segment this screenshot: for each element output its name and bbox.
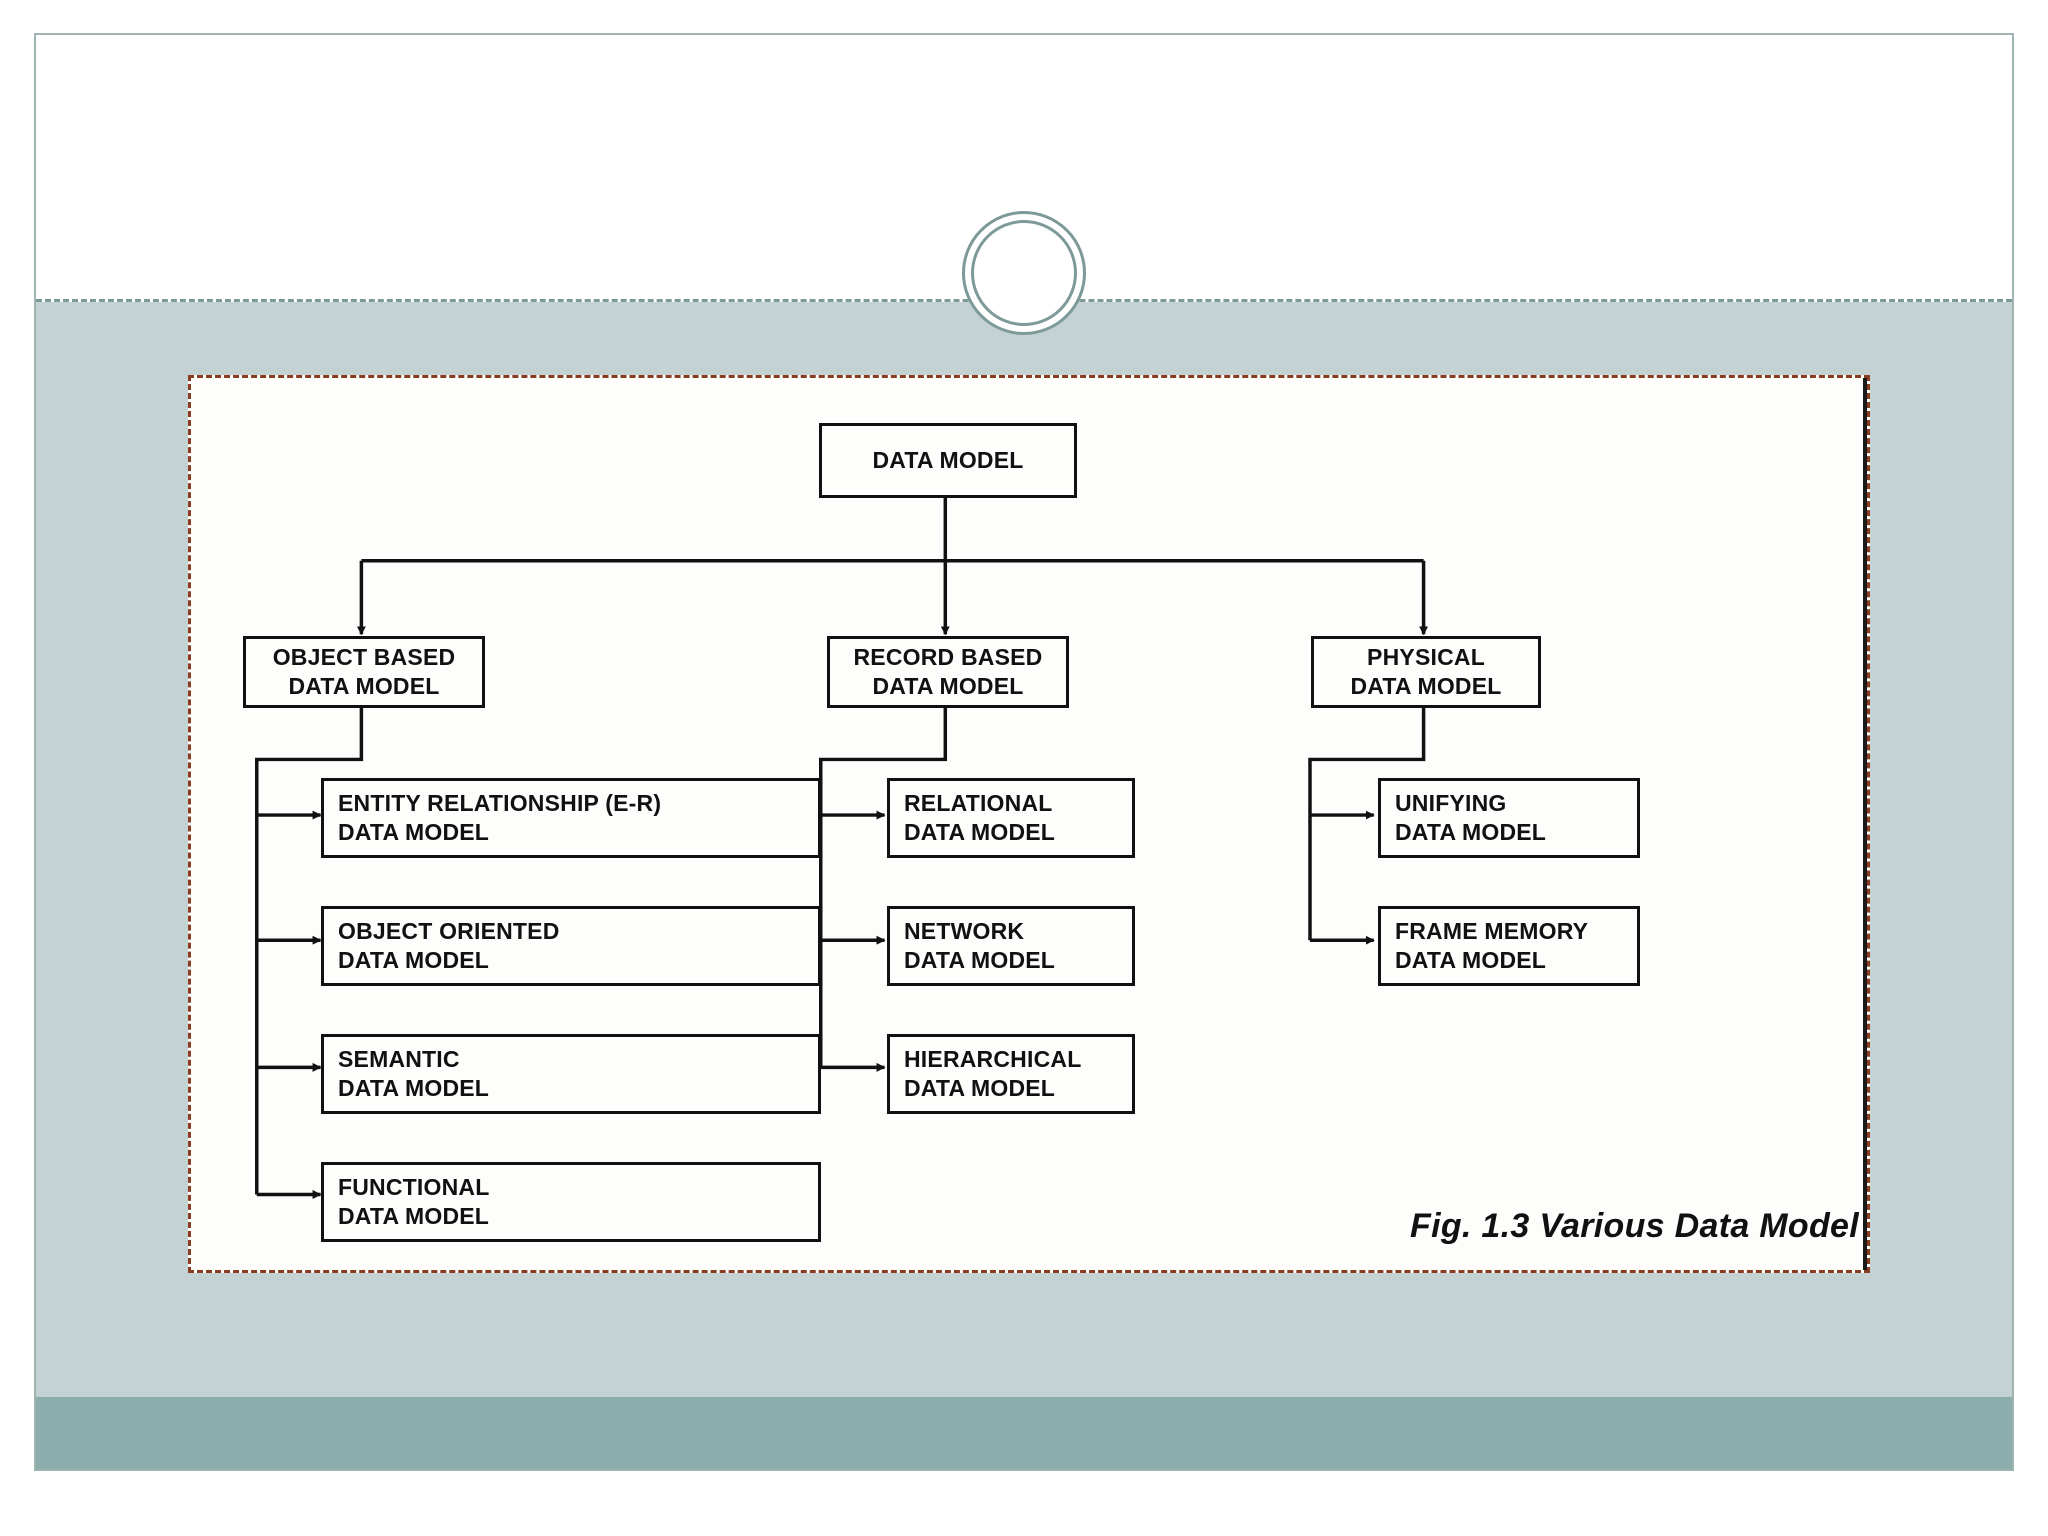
node-physical-data-model: PHYSICAL DATA MODEL: [1311, 636, 1541, 708]
node-hierarchical-data-model: HIERARCHICAL DATA MODEL: [887, 1034, 1135, 1114]
slide-footer-bar: [36, 1397, 2012, 1469]
ornament-outer-ring: [962, 211, 1086, 335]
node-line-1: RECORD BASED: [853, 643, 1043, 670]
node-line-2: DATA MODEL: [338, 1203, 490, 1229]
node-entity-relationship-data-model: ENTITY RELATIONSHIP (E-R) DATA MODEL: [321, 778, 821, 858]
node-line-1: PHYSICAL: [1367, 643, 1485, 670]
node-line-1: SEMANTIC: [338, 1045, 460, 1072]
node-line-1: OBJECT BASED: [272, 643, 456, 670]
node-line-1: OBJECT ORIENTED: [338, 917, 560, 944]
node-line-2: DATA MODEL: [338, 819, 490, 845]
node-line-2: DATA MODEL: [288, 673, 440, 699]
slide-canvas: DATA MODEL OBJECT BASED DATA MODEL RECOR…: [34, 33, 2014, 1471]
node-object-oriented-data-model: OBJECT ORIENTED DATA MODEL: [321, 906, 821, 986]
figure-image-block[interactable]: DATA MODEL OBJECT BASED DATA MODEL RECOR…: [188, 375, 1870, 1273]
node-line-2: DATA MODEL: [1395, 819, 1547, 845]
node-line-2: DATA MODEL: [338, 947, 490, 973]
node-line-1: FRAME MEMORY: [1395, 917, 1589, 944]
node-line-2: DATA MODEL: [1395, 947, 1547, 973]
node-line-2: DATA MODEL: [338, 1075, 490, 1101]
figure-caption: Fig. 1.3 Various Data Model: [1410, 1207, 1859, 1245]
node-network-data-model: NETWORK DATA MODEL: [887, 906, 1135, 986]
node-frame-memory-data-model: FRAME MEMORY DATA MODEL: [1378, 906, 1640, 986]
node-line-2: DATA MODEL: [1350, 673, 1502, 699]
node-functional-data-model: FUNCTIONAL DATA MODEL: [321, 1162, 821, 1242]
node-data-model: DATA MODEL: [819, 423, 1077, 498]
node-line-1: RELATIONAL: [904, 789, 1053, 816]
node-line-1: DATA MODEL: [872, 446, 1024, 473]
node-line-2: DATA MODEL: [904, 819, 1056, 845]
node-line-2: DATA MODEL: [904, 947, 1056, 973]
double-circle-ornament-icon: [962, 211, 1086, 335]
node-line-1: FUNCTIONAL: [338, 1173, 490, 1200]
node-line-1: ENTITY RELATIONSHIP (E-R): [338, 789, 662, 816]
node-line-1: UNIFYING: [1395, 789, 1507, 816]
node-line-2: DATA MODEL: [872, 673, 1024, 699]
node-relational-data-model: RELATIONAL DATA MODEL: [887, 778, 1135, 858]
node-semantic-data-model: SEMANTIC DATA MODEL: [321, 1034, 821, 1114]
node-object-based-data-model: OBJECT BASED DATA MODEL: [243, 636, 485, 708]
ornament-inner-ring: [971, 220, 1077, 326]
node-line-2: DATA MODEL: [904, 1075, 1056, 1101]
node-line-1: NETWORK: [904, 917, 1025, 944]
node-unifying-data-model: UNIFYING DATA MODEL: [1378, 778, 1640, 858]
node-line-1: HIERARCHICAL: [904, 1045, 1082, 1072]
node-record-based-data-model: RECORD BASED DATA MODEL: [827, 636, 1069, 708]
